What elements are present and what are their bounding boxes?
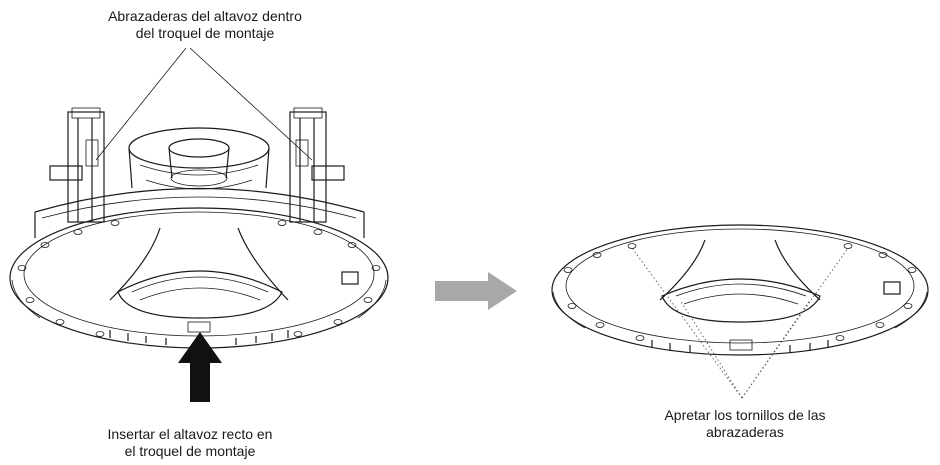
clip-left [49, 107, 105, 223]
clips-caption: Abrazaderas del altavoz dentro del troqu… [60, 8, 350, 42]
installed-front-label [729, 339, 753, 351]
woofer-opening [117, 270, 283, 319]
tighten-caption-line1: Apretar los tornillos de las [664, 407, 826, 423]
insert-arrow-icon [178, 332, 222, 402]
installed-woofer-opening [661, 278, 821, 323]
speaker-installed [551, 224, 929, 399]
insert-caption: Insertar el altavoz recto en el troquel … [60, 426, 320, 460]
clip-leader-left [95, 47, 187, 161]
tighten-caption: Apretar los tornillos de las abrazaderas [620, 407, 870, 441]
next-step-arrow-icon [435, 272, 517, 310]
ring-screw-holes [17, 220, 381, 337]
installed-ring-holes [563, 243, 917, 341]
tighten-caption-line2: abrazaderas [706, 424, 784, 440]
clip-right [289, 107, 345, 223]
insert-caption-line1: Insertar el altavoz recto en [107, 426, 273, 442]
clips-caption-line2: del troquel de montaje [135, 25, 275, 41]
front-label [187, 321, 211, 333]
baffle-ring [9, 207, 389, 349]
clip-leader-right [189, 47, 313, 161]
insert-caption-line2: el troquel de montaje [124, 443, 256, 459]
tweeter-housing [128, 127, 270, 169]
speaker-before-install [9, 47, 389, 349]
installed-brand-badge [883, 281, 901, 295]
clips-caption-line1: Abrazaderas del altavoz dentro [108, 8, 302, 24]
installed-baffle-ring [551, 224, 929, 356]
brand-badge [341, 271, 359, 285]
